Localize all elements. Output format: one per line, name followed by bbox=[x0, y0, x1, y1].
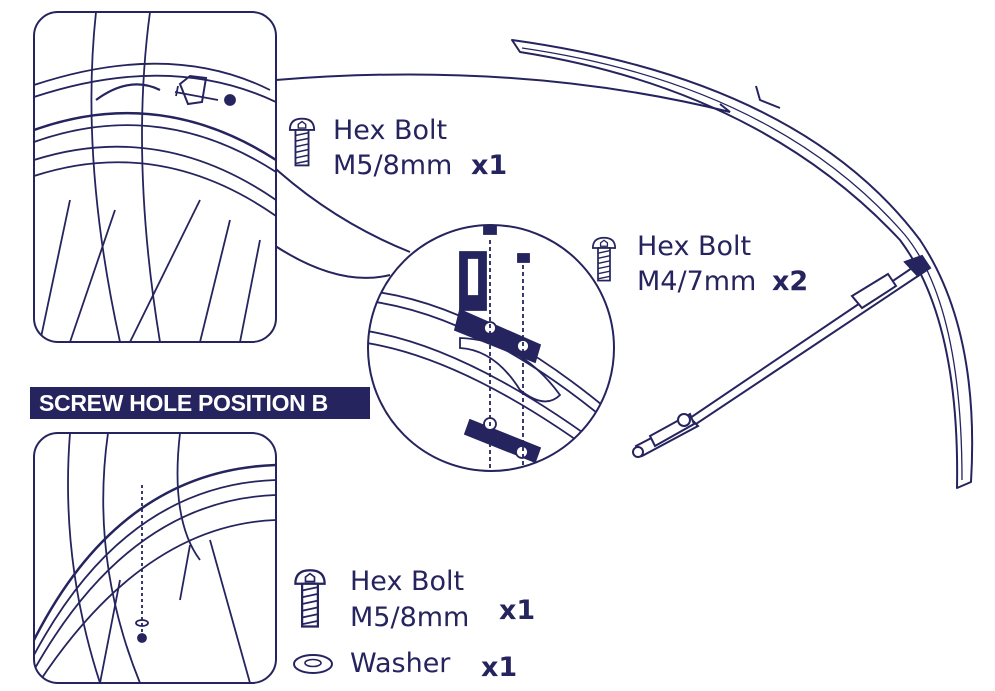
position-b-bolt-quantity: x1 bbox=[499, 595, 536, 626]
hex-bolt-icon bbox=[288, 117, 316, 167]
washer-name: Washer bbox=[350, 648, 451, 679]
position-b-bolt-size: M5/8mm bbox=[350, 602, 470, 633]
hex-bolt-icon bbox=[591, 236, 617, 282]
position-b-heading: SCREW HOLE POSITION B bbox=[30, 387, 370, 419]
top-bolt-size: M5/8mm bbox=[333, 150, 453, 181]
fender-stay bbox=[632, 254, 932, 458]
fender-illustration bbox=[511, 39, 974, 489]
detail-bolt-quantity: x2 bbox=[772, 266, 809, 297]
top-bolt-quantity: x1 bbox=[471, 150, 508, 181]
washer-quantity: x1 bbox=[481, 652, 518, 683]
top-detail-panel bbox=[33, 11, 277, 343]
washer-icon bbox=[293, 654, 333, 674]
position-b-panel bbox=[33, 432, 277, 684]
hex-bolt-icon bbox=[294, 569, 326, 628]
position-b-bolt-name: Hex Bolt bbox=[350, 566, 465, 597]
detail-bolt-name: Hex Bolt bbox=[637, 231, 752, 262]
detail-bolt-size: M4/7mm bbox=[637, 266, 757, 297]
top-bolt-name: Hex Bolt bbox=[333, 115, 448, 146]
magnified-detail-circle bbox=[367, 224, 615, 472]
